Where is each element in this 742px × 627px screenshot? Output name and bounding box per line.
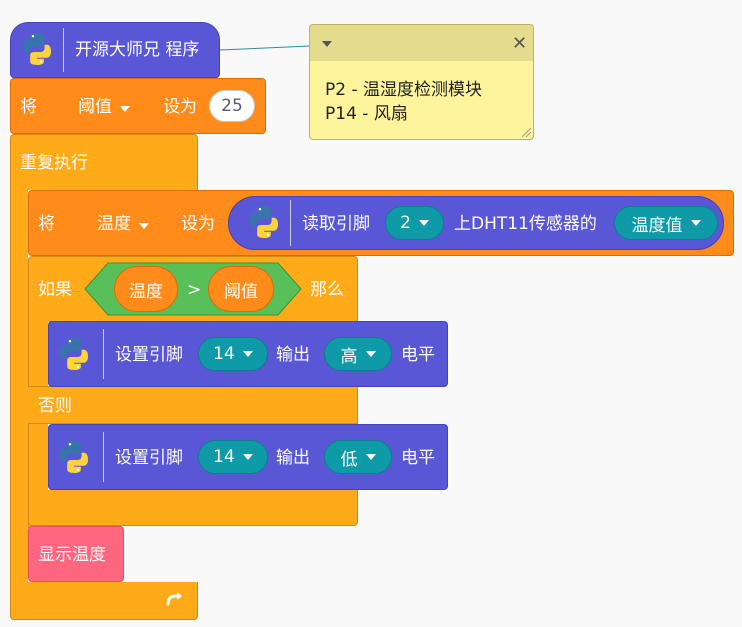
variable-dropdown[interactable]: 阈值 (78, 97, 130, 117)
sensor-field-dropdown[interactable]: 温度值 (614, 206, 718, 240)
else-label: 否则 (38, 396, 72, 416)
comment-line: P2 - 温湿度检测模块 (325, 80, 483, 100)
forever-block-arm (10, 189, 28, 589)
if-else-block-bottom[interactable] (28, 490, 358, 526)
level-dropdown[interactable]: 高 (324, 337, 392, 371)
pin-dropdown[interactable]: 14 (198, 337, 268, 371)
variable-dropdown[interactable]: 温度 (97, 214, 149, 234)
set-keyword: 将 (38, 214, 55, 234)
if-else-block-arm (28, 321, 48, 528)
chevron-down-icon (365, 351, 376, 357)
else-section[interactable] (28, 386, 358, 424)
set-pin-label: 设置引脚 (115, 448, 183, 468)
if-label: 如果 (38, 280, 72, 300)
then-label: 那么 (310, 280, 344, 300)
level-suffix-label: 电平 (401, 448, 435, 468)
threshold-value-input[interactable]: 25 (209, 90, 255, 122)
output-label: 输出 (276, 345, 310, 365)
set-keyword: 将 (20, 97, 37, 117)
pin-value: 2 (400, 213, 411, 233)
forever-block-bottom[interactable] (10, 582, 198, 620)
comment-text[interactable]: P2 - 温湿度检测模块 P14 - 风扇 (325, 78, 482, 126)
chevron-down-icon (418, 220, 429, 226)
variable-label: 温度 (97, 214, 131, 234)
sensor-label: 上DHT11传感器的 (454, 214, 597, 234)
custom-procedure-block[interactable] (28, 526, 124, 582)
comment-line: P14 - 风扇 (325, 104, 408, 124)
python-icon (60, 441, 88, 473)
chevron-down-icon (120, 106, 130, 112)
separator (103, 432, 104, 482)
chevron-down-icon (365, 454, 376, 460)
forever-block-top[interactable] (10, 134, 198, 190)
output-label: 输出 (276, 448, 310, 468)
resize-handle-icon[interactable] (520, 126, 532, 138)
level-suffix-label: 电平 (401, 345, 435, 365)
operator-symbol: > (187, 280, 202, 300)
variable-reporter[interactable]: 阈值 (208, 266, 274, 312)
procedure-label: 显示温度 (38, 545, 106, 565)
pin-value: 14 (213, 344, 235, 364)
chevron-down-icon (242, 351, 253, 357)
close-icon[interactable]: ✕ (512, 33, 528, 54)
python-icon (23, 33, 51, 65)
pin-dropdown[interactable]: 14 (198, 440, 268, 474)
separator (290, 200, 291, 246)
loop-arrow-icon (166, 592, 182, 606)
set-to-label: 设为 (181, 214, 215, 234)
chevron-down-icon (690, 220, 701, 226)
python-icon (250, 206, 278, 238)
hat-title: 开源大师兄 程序 (75, 40, 200, 60)
variable-reporter[interactable]: 温度 (114, 266, 178, 312)
set-to-label: 设为 (163, 97, 197, 117)
collapse-icon[interactable] (322, 41, 332, 47)
comment-note[interactable]: ✕ P2 - 温湿度检测模块 P14 - 风扇 (309, 24, 534, 140)
comment-header[interactable]: ✕ (310, 25, 533, 61)
separator (63, 28, 64, 72)
field-value: 温度值 (631, 215, 683, 236)
pin-dropdown[interactable]: 2 (385, 206, 444, 240)
python-icon (60, 338, 88, 370)
level-dropdown[interactable]: 低 (324, 440, 392, 474)
pin-value: 14 (213, 447, 235, 467)
set-pin-label: 设置引脚 (115, 345, 183, 365)
separator (103, 329, 104, 379)
level-value: 低 (340, 449, 358, 470)
chevron-down-icon (139, 223, 149, 229)
read-pin-label: 读取引脚 (302, 214, 370, 234)
variable-label: 阈值 (78, 97, 112, 117)
forever-label: 重复执行 (20, 153, 88, 173)
chevron-down-icon (242, 454, 253, 460)
level-value: 高 (340, 346, 358, 367)
